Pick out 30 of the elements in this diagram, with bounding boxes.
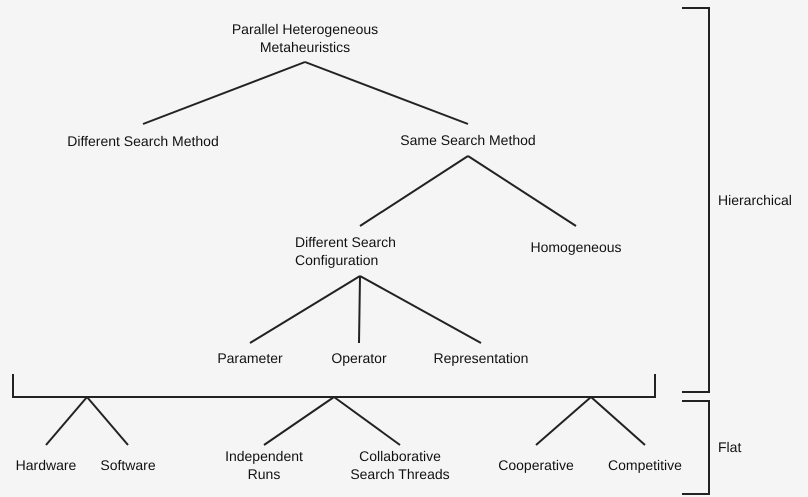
connector-line xyxy=(263,396,335,446)
connector-line xyxy=(249,275,361,344)
node-label: Different Search Method xyxy=(67,132,219,150)
bracket xyxy=(12,374,656,398)
node-label: Independent Runs xyxy=(224,447,304,483)
connector-line xyxy=(467,155,577,227)
node-label: Representation xyxy=(434,349,528,367)
connector-line xyxy=(142,61,306,125)
node-label: Cooperative xyxy=(498,456,574,474)
node-label: Same Search Method xyxy=(400,131,536,149)
node-label: Parallel Heterogeneous Metaheuristics xyxy=(230,20,380,56)
connector-line xyxy=(359,155,469,227)
connector-line xyxy=(86,396,129,446)
node-label: Software xyxy=(100,456,156,474)
connector-line xyxy=(535,396,592,446)
node-label: Parameter xyxy=(217,349,283,367)
connector-line xyxy=(590,396,646,446)
node-label: Competitive xyxy=(608,456,682,474)
node-label: Different Search Configuration xyxy=(295,233,397,269)
node-label: Homogeneous xyxy=(530,238,622,256)
connector-line xyxy=(333,396,401,446)
connector-line xyxy=(304,61,468,125)
bracket-label: Hierarchical xyxy=(718,191,792,209)
bracket-label: Flat xyxy=(718,438,742,456)
node-label: Collaborative Search Threads xyxy=(349,447,451,483)
node-label: Operator xyxy=(331,349,387,367)
node-label: Hardware xyxy=(16,456,76,474)
connector-line xyxy=(45,396,88,446)
connector-line xyxy=(358,276,361,344)
connector-line xyxy=(360,275,482,344)
